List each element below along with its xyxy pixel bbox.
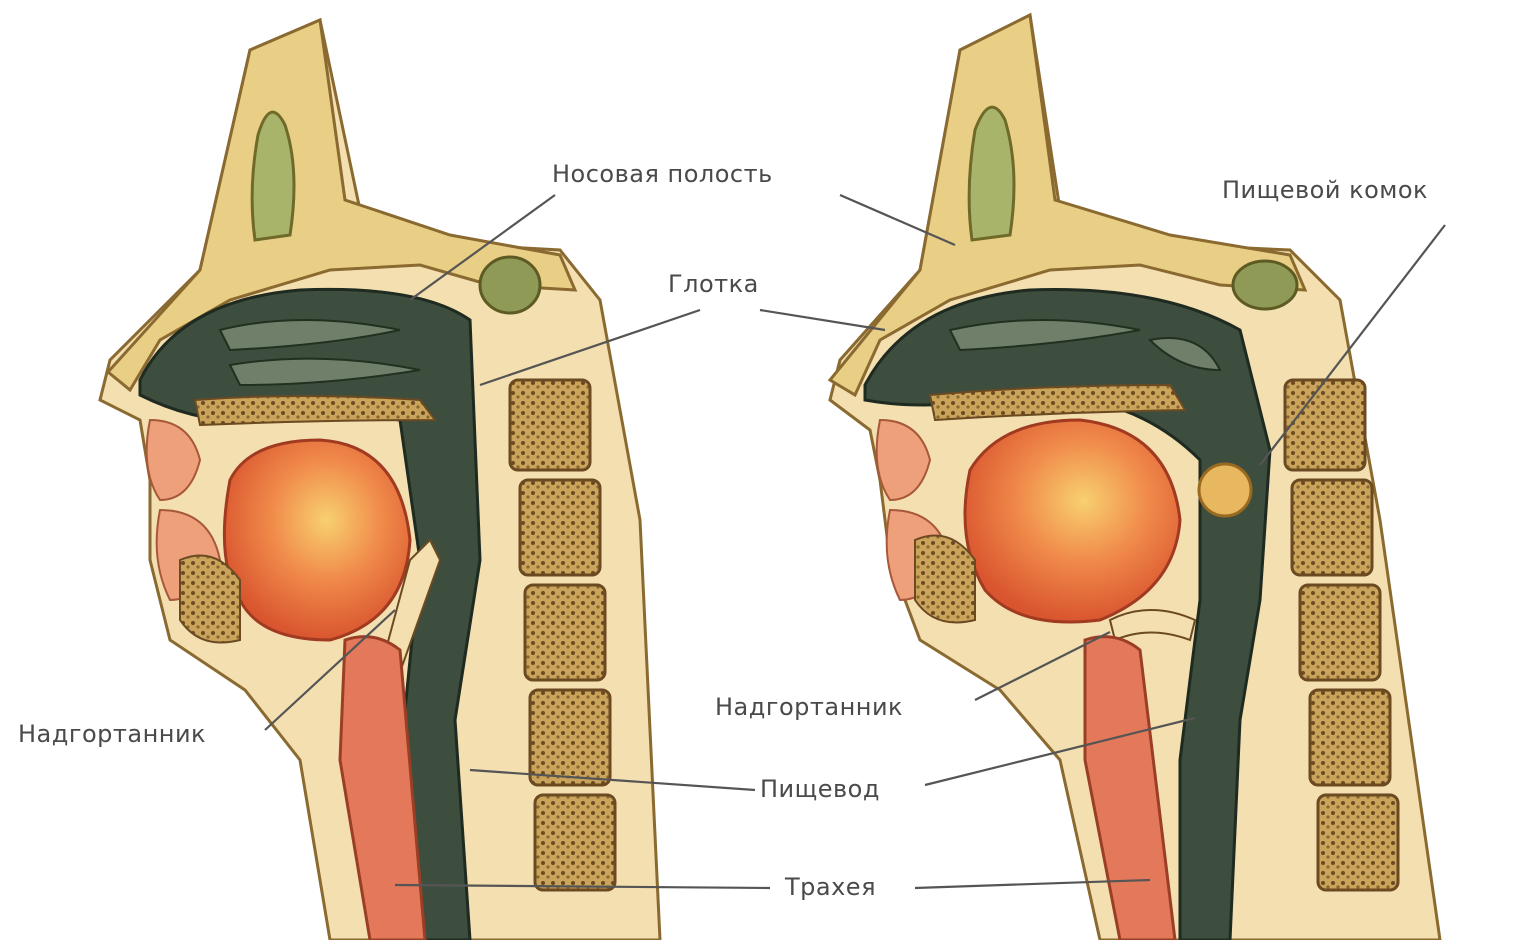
left-sphenoid-sinus (480, 257, 540, 313)
left-tongue (224, 440, 410, 640)
label-pharynx: Глотка (668, 270, 759, 298)
leader-pharynx-right (760, 310, 885, 330)
label-esophagus: Пищевод (760, 775, 880, 803)
right-jaw-bone (915, 536, 975, 623)
label-trachea: Трахея (784, 873, 876, 901)
right-head-section (830, 15, 1440, 940)
left-head-section (100, 20, 660, 940)
label-food-bolus: Пищевой комок (1222, 176, 1428, 204)
label-epiglottis-left: Надгортанник (18, 720, 206, 748)
left-jaw-bone (180, 556, 240, 643)
right-frontal-sinus (969, 107, 1014, 240)
label-epiglottis-right: Надгортанник (715, 693, 903, 721)
right-sphenoid-sinus (1233, 261, 1297, 309)
left-frontal-sinus (252, 112, 294, 240)
right-food-bolus (1199, 464, 1251, 516)
label-nasal-cavity: Носовая полость (552, 160, 773, 188)
left-palate (195, 396, 435, 425)
right-tongue (965, 420, 1180, 622)
